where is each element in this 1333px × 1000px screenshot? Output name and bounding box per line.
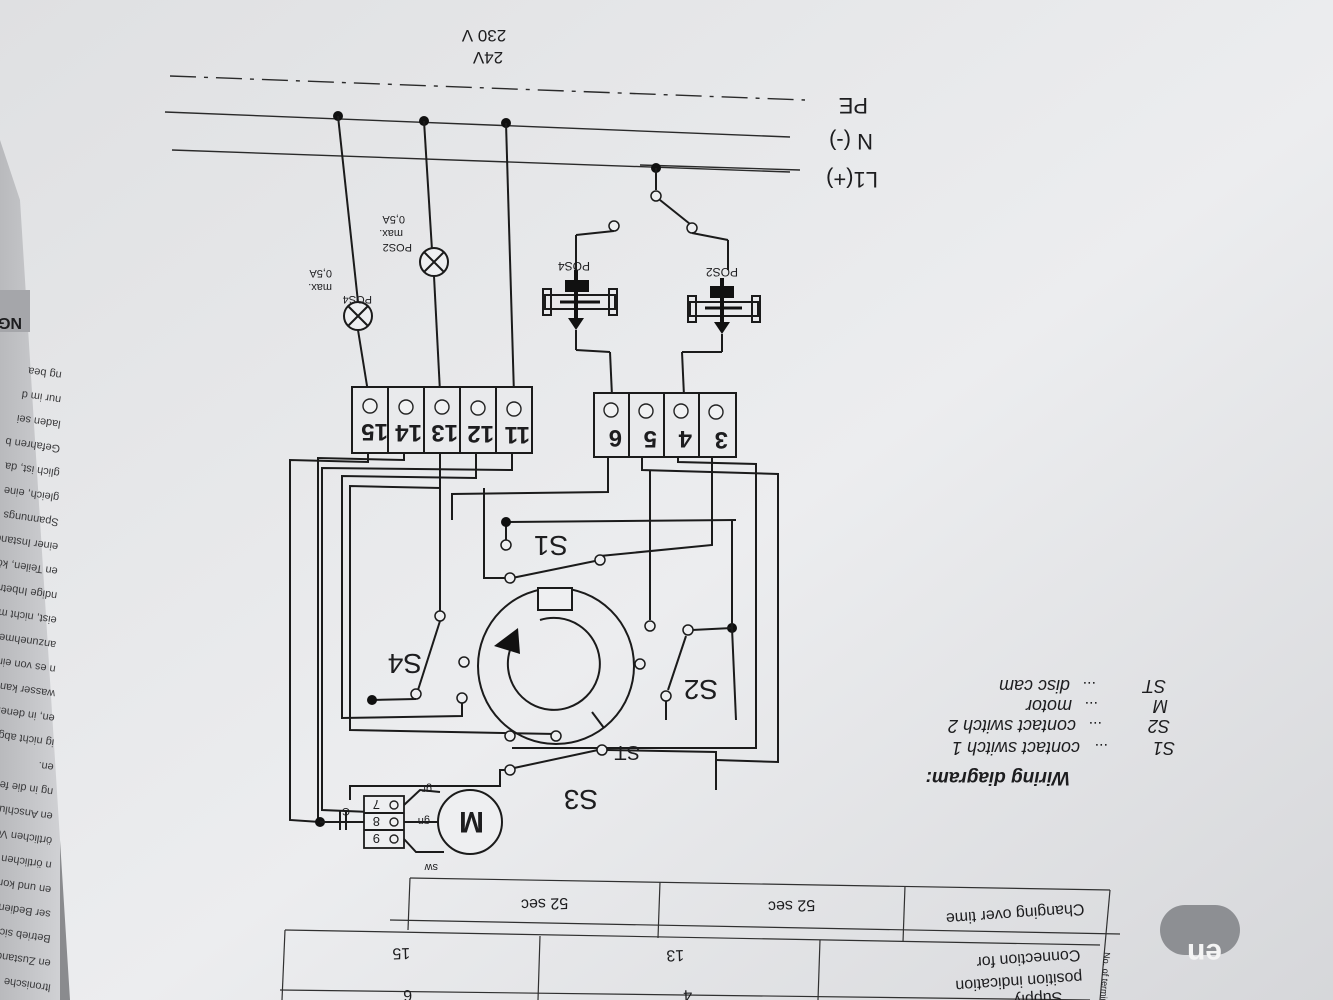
legend-text-s2: contact switch 2: [948, 716, 1076, 736]
lamp-pos2: POS2 max. 0,5A: [379, 213, 449, 277]
motor-wire-gn: gn: [418, 815, 430, 827]
s3-label: S3: [564, 784, 598, 815]
valves: POS4 POS2: [542, 168, 761, 397]
motor-pin-8: 8: [373, 814, 380, 829]
terminal-6: 6: [609, 424, 622, 451]
legend-key-m: M: [1153, 696, 1168, 716]
lamps: POS4 max. 0,5A POS2 max. 0,5A: [308, 115, 515, 396]
motor: M 7 8 9 gr gn sw C: [315, 783, 503, 873]
legend-key-s2: S2: [1148, 716, 1170, 736]
lamp-pos4: POS4 max. 0,5A: [308, 267, 373, 331]
pe-label: PE: [839, 93, 868, 118]
l1-label: L1(+): [826, 167, 878, 192]
terminal-5: 5: [644, 425, 657, 452]
lamp-pos2-rating-2: 0,5A: [382, 213, 405, 225]
side-page-line: en.: [38, 759, 55, 773]
lamp-pos4-rating-1: max.: [308, 281, 332, 293]
voltage-230: 230 V: [461, 26, 506, 45]
legend-key-s1: S1: [1153, 738, 1175, 758]
legend-text-s1: contact switch 1: [952, 738, 1080, 758]
lamp-pos2-rating-1: max.: [379, 227, 403, 239]
legend-title: Wiring diagram:: [926, 767, 1070, 788]
terminal-3: 3: [715, 426, 728, 453]
s1-label: S1: [534, 530, 568, 561]
table-supply-6: 6: [403, 986, 413, 1000]
lamp-pos4-rating-2: 0,5A: [309, 267, 332, 279]
legend-sep-m: ...: [1085, 698, 1098, 715]
terminal-15: 15: [361, 418, 388, 445]
motor-pin-9: 9: [373, 831, 380, 846]
terminal-block-right: 6 5 4 3: [593, 392, 737, 458]
internal-wiring: S1 S2 S4 S3: [289, 453, 779, 823]
legend-text-m: motor: [1025, 696, 1072, 716]
legend-sep-s2: ...: [1089, 718, 1102, 735]
terminal-12: 12: [467, 420, 494, 447]
table-supply-4: 4: [683, 986, 693, 1000]
legend-text-st: disc cam: [999, 676, 1070, 696]
terminal-11: 11: [505, 421, 530, 448]
lamp-pos4-name: POS4: [343, 293, 372, 305]
valve-pos2: POS2: [687, 265, 761, 334]
table-label-supply: Supply: [1013, 988, 1063, 1000]
valve-pos2-label: POS2: [706, 265, 738, 279]
terminal-13: 13: [431, 419, 458, 446]
valve-pos4: POS4: [542, 259, 618, 330]
table-changing-time-1: 52 sec: [768, 896, 816, 915]
motor-wire-gr: gr: [422, 783, 432, 795]
side-page-line: ng bea: [27, 364, 63, 381]
side-page-line: nur im d: [21, 388, 62, 405]
table-connection-15: 15: [392, 944, 410, 962]
lamp-pos2-name: POS2: [383, 241, 412, 253]
terminal-14: 14: [395, 419, 422, 446]
n-rail-24: [171, 149, 791, 173]
terminal-4: 4: [678, 425, 692, 452]
table-connection-13: 13: [666, 946, 684, 964]
power-rails: 230 V 24V PE N (-) L1(+): [164, 26, 878, 192]
st-label: ST: [614, 741, 640, 763]
valve-pos4-label: POS4: [558, 259, 590, 273]
legend-sep-st: ...: [1083, 678, 1096, 695]
legend: Wiring diagram: S1 ... contact switch 1 …: [926, 676, 1175, 788]
motor-pin-7: 7: [373, 797, 380, 812]
side-page-tab: NG: [0, 314, 22, 331]
language-badge: en: [1160, 905, 1240, 970]
n-label: N (-): [829, 129, 873, 154]
motor-wire-sw: sw: [425, 861, 439, 873]
l1-rail: [639, 164, 801, 171]
legend-sep-s1: ...: [1095, 740, 1108, 757]
voltage-24: 24V: [472, 48, 503, 67]
table-header-no-terminal: No. of terminal: [1098, 952, 1112, 1000]
pe-rail: [169, 75, 806, 101]
s4-label: S4: [388, 648, 422, 679]
language-badge-text: en: [1187, 937, 1222, 970]
n-rail-230: [164, 111, 791, 138]
capacitor-label: C: [342, 805, 350, 817]
legend-key-st: ST: [1141, 676, 1166, 696]
motor-label: M: [459, 805, 484, 838]
s2-label: S2: [684, 674, 718, 705]
table-changing-time-2: 52 sec: [521, 894, 569, 913]
terminal-block-left: 15 14 13 12 11: [351, 386, 533, 454]
